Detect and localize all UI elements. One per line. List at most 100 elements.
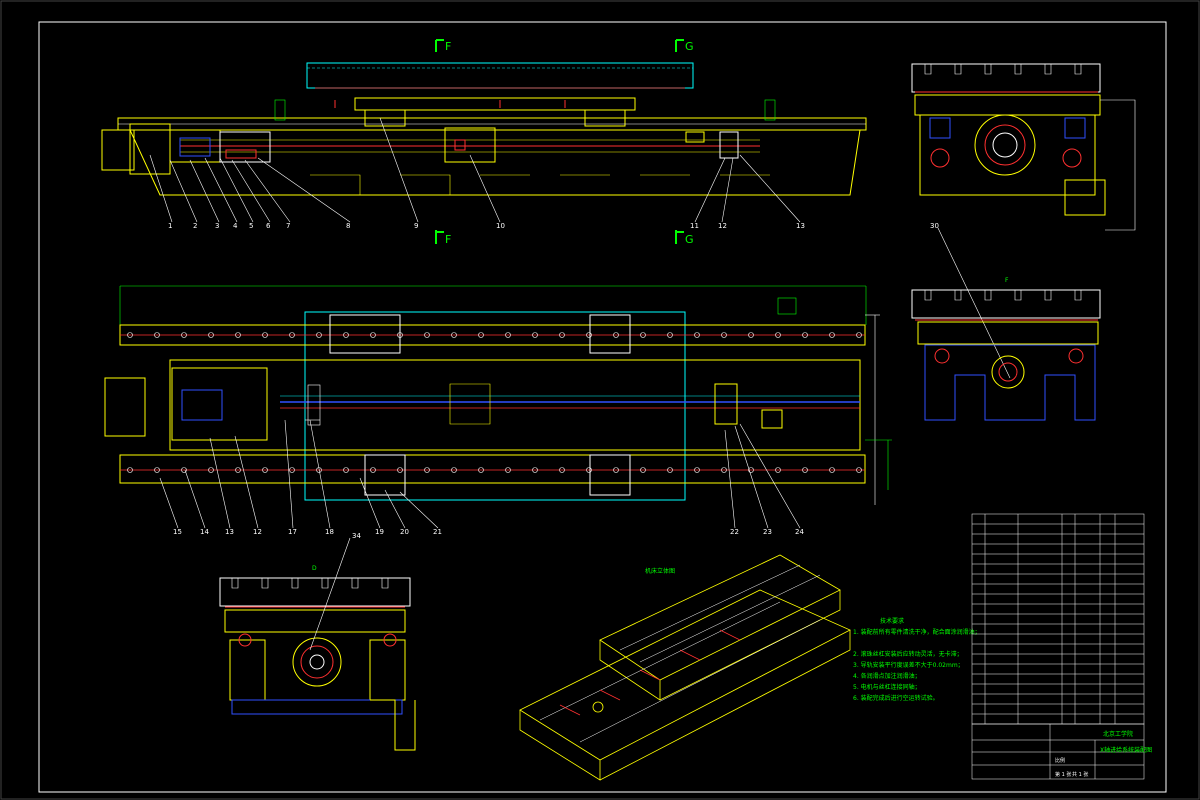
bolt-hole bbox=[775, 467, 781, 473]
bolt-hole bbox=[775, 332, 781, 338]
bolt-hole bbox=[505, 332, 511, 338]
bolt-hole bbox=[208, 332, 214, 338]
elevation-leaders bbox=[149, 117, 801, 223]
bolt-hole bbox=[343, 332, 349, 338]
bolt-hole bbox=[127, 332, 133, 338]
title-block bbox=[971, 723, 1145, 780]
bolt-hole bbox=[640, 332, 646, 338]
section-view-d bbox=[219, 577, 416, 751]
tech-req-item: 5. 电机与丝杠连接同轴； bbox=[853, 683, 921, 691]
scale-label: 比例 bbox=[1055, 757, 1065, 764]
tech-req-item: 1. 装配前所有零件清洗干净，配合面涂润滑油； bbox=[853, 628, 981, 636]
leader-label: 15 bbox=[173, 528, 182, 536]
bolt-hole bbox=[856, 467, 862, 473]
bolt-hole bbox=[127, 467, 133, 473]
bolt-hole bbox=[478, 467, 484, 473]
plan-view bbox=[104, 285, 892, 505]
bolt-hole bbox=[262, 332, 268, 338]
bolt-hole bbox=[397, 467, 403, 473]
bolt-hole bbox=[667, 467, 673, 473]
leader-label: 2 bbox=[193, 222, 197, 230]
leader-label: 30 bbox=[930, 222, 939, 230]
bolt-hole bbox=[829, 467, 835, 473]
technical-requirements: 技术要求 1. 装配前所有零件清洗干净，配合面涂润滑油； 2. 滚珠丝杠安装后应… bbox=[853, 617, 981, 702]
leader-label: 12 bbox=[718, 222, 727, 230]
leader-label: 10 bbox=[496, 222, 505, 230]
view-f-label: F bbox=[1005, 277, 1009, 284]
leader-label: 5 bbox=[249, 222, 253, 230]
leader-label: 19 bbox=[375, 528, 384, 536]
bolt-hole bbox=[505, 467, 511, 473]
bolt-hole bbox=[154, 332, 160, 338]
leader-label: 3 bbox=[215, 222, 219, 230]
sheet-total: 共 1 张 bbox=[1072, 771, 1088, 778]
bolt-hole bbox=[748, 467, 754, 473]
sheet-number: 第 1 张 bbox=[1055, 771, 1071, 778]
leader-label: 22 bbox=[730, 528, 739, 536]
bolt-hole bbox=[586, 467, 592, 473]
bolt-hole bbox=[289, 467, 295, 473]
plan-bolt-holes bbox=[127, 332, 862, 473]
bolt-hole bbox=[181, 332, 187, 338]
tech-req-item: 6. 装配完成后进行空运转试验。 bbox=[853, 694, 939, 702]
bolt-hole bbox=[370, 467, 376, 473]
leader-label: 1 bbox=[168, 222, 172, 230]
leader-label: 7 bbox=[286, 222, 290, 230]
iso-caption: 机床立体图 bbox=[645, 567, 675, 575]
bolt-hole bbox=[208, 467, 214, 473]
drawing-title: X轴进给系统装配图 bbox=[1100, 746, 1152, 754]
plan-leaders bbox=[159, 419, 801, 529]
leader-label: 20 bbox=[400, 528, 409, 536]
section-f-top: F bbox=[445, 40, 451, 53]
bolt-hole bbox=[640, 467, 646, 473]
bolt-hole bbox=[235, 467, 241, 473]
leader-label: 4 bbox=[233, 222, 238, 230]
elevation-view bbox=[101, 62, 867, 196]
leader-34 bbox=[309, 537, 351, 651]
parts-list bbox=[971, 513, 1145, 725]
bolt-hole bbox=[451, 332, 457, 338]
leader-label: 24 bbox=[795, 528, 804, 536]
leader-label: 12 bbox=[253, 528, 262, 536]
section-markers bbox=[435, 39, 684, 244]
leader-label: 6 bbox=[266, 222, 271, 230]
leader-label: 13 bbox=[225, 528, 234, 536]
leader-label: 21 bbox=[433, 528, 442, 536]
leader-label: 34 bbox=[352, 532, 361, 540]
elevation-leader-labels: 1 2 3 4 5 6 7 8 9 10 11 12 13 bbox=[168, 222, 805, 230]
bolt-hole bbox=[532, 332, 538, 338]
plan-leader-labels: 15 14 13 12 17 18 19 20 21 22 23 24 bbox=[173, 528, 804, 536]
leader-label: 23 bbox=[763, 528, 772, 536]
leader-label: 9 bbox=[414, 222, 418, 230]
bolt-hole bbox=[451, 467, 457, 473]
outer-frame bbox=[38, 21, 1167, 793]
leader-label: 18 bbox=[325, 528, 334, 536]
bolt-hole bbox=[235, 332, 241, 338]
side-view-g bbox=[911, 63, 1136, 231]
leader-label: 17 bbox=[288, 528, 297, 536]
view-d-label: D bbox=[312, 565, 317, 572]
bolt-hole bbox=[613, 467, 619, 473]
bolt-hole bbox=[613, 332, 619, 338]
bolt-hole bbox=[424, 332, 430, 338]
leader-label: 11 bbox=[690, 222, 699, 230]
tech-req-item: 2. 滚珠丝杠安装后应转动灵活，无卡滞； bbox=[853, 650, 963, 658]
bolt-hole bbox=[478, 332, 484, 338]
school-name: 北京工学院 bbox=[1103, 730, 1133, 738]
bolt-hole bbox=[343, 467, 349, 473]
tech-req-title: 技术要求 bbox=[880, 617, 904, 625]
leader-label: 8 bbox=[346, 222, 350, 230]
tech-req-item: 4. 各润滑点加注润滑油； bbox=[853, 672, 921, 680]
section-g-bottom: G bbox=[685, 233, 694, 246]
bolt-hole bbox=[559, 332, 565, 338]
bolt-hole bbox=[694, 467, 700, 473]
bolt-hole bbox=[802, 467, 808, 473]
bolt-hole bbox=[694, 332, 700, 338]
section-view-f bbox=[911, 289, 1101, 421]
bolt-hole bbox=[748, 332, 754, 338]
bolt-hole bbox=[154, 467, 160, 473]
bolt-hole bbox=[289, 332, 295, 338]
leader-30 bbox=[937, 227, 1011, 379]
